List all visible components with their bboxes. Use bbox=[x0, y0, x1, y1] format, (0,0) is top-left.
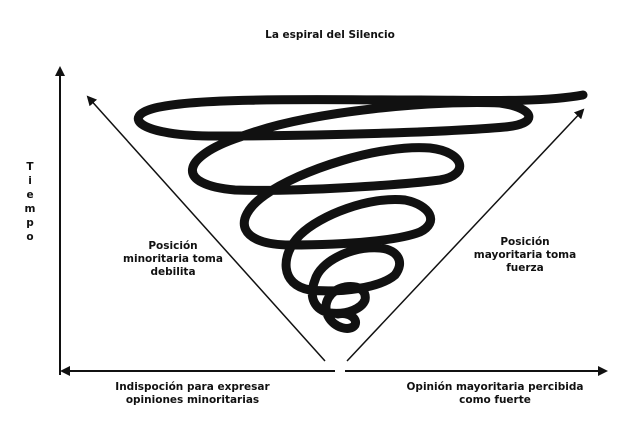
right-note: Posición mayoritaria toma fuerza bbox=[473, 236, 577, 275]
y-axis-label: T i e m p o bbox=[20, 160, 40, 244]
y-axis-letter: o bbox=[26, 231, 34, 243]
y-axis-letter: e bbox=[26, 189, 34, 201]
silence-spiral bbox=[133, 90, 588, 333]
bottom-left-label: Indispoción para expresar opiniones mino… bbox=[115, 381, 270, 407]
bottom-right-label: Opinión mayoritaria percibida como fuert… bbox=[406, 381, 584, 407]
y-axis-letter: T bbox=[26, 161, 34, 173]
y-axis-letter: i bbox=[28, 175, 32, 187]
y-axis-letter: p bbox=[26, 217, 34, 229]
diagram-title: La espiral del Silencio bbox=[265, 29, 395, 41]
right-diagonal-arrow bbox=[346, 108, 585, 362]
left-note: Posición minoritaria toma debilita bbox=[123, 240, 223, 279]
y-axis-letter: m bbox=[24, 203, 36, 215]
left-diagonal-arrow bbox=[86, 95, 326, 362]
